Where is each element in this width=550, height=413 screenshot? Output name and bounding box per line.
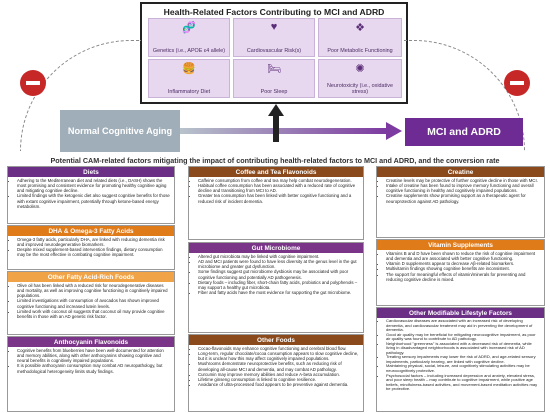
progression-arrow (180, 128, 388, 134)
panel-title: Other Modifiable Lifestyle Factors (377, 308, 544, 318)
list-item: Altered gut microbiota may be linked wit… (198, 254, 360, 259)
list-item: Habitual coffee consumption has been ass… (198, 183, 360, 193)
list-item: Despite mixed supplement-based intervent… (17, 247, 171, 257)
minus-circle-icon (20, 70, 46, 96)
factor-neurotoxicity: ✺ Neurotoxicity (i.e., oxidative stress) (318, 59, 402, 98)
list-item: The support for meaningful effects of vi… (386, 272, 541, 282)
list-item: Psychosocial factors – including increas… (386, 373, 541, 392)
panel-title: Gut Microbiome (189, 243, 363, 253)
factors-title: Health-Related Factors Contributing to M… (163, 7, 385, 17)
list-item: Cocao-flavonoids may enhance cognitive f… (198, 346, 360, 351)
list-item: Cardiovascular diseases are associated w… (386, 318, 541, 333)
list-item: Intake of creatine has been found to imp… (386, 183, 541, 193)
list-item: Avoidance of ultra-processed food appear… (198, 382, 360, 387)
bed-icon: 🛏 (267, 63, 281, 75)
factor-metabolic: ❖ Poor Metabolic Functioning (318, 18, 402, 57)
list-item: Limited investigations with consumption … (17, 298, 171, 308)
list-item: Limited findings with the ketogenic diet… (17, 193, 171, 208)
panel-fatty-foods: Other Fatty Acid-Rich Foods Olive oil ha… (7, 271, 175, 335)
heart-icon: ♥ (270, 21, 278, 33)
list-item: It is possible anthocyanin consumption m… (17, 363, 171, 373)
metabolic-icon: ❖ (355, 22, 365, 34)
panel-vitamins: Vitamin Supplements Vitamins B and D hav… (376, 239, 545, 306)
list-item: Limited work with coconut oil suggests t… (17, 309, 171, 319)
panel-title: Creatine (377, 167, 544, 177)
panel-title: Anthocyanin Flavonoids (8, 337, 174, 347)
neuron-icon: ✺ (355, 63, 365, 75)
factor-poor-sleep: 🛏 Poor Sleep (233, 59, 315, 98)
health-factors-box: Health-Related Factors Contributing to M… (140, 2, 408, 104)
list-item: Creatine supplements show promising supp… (386, 193, 541, 203)
panel-title: Coffee and Tea Flavonoids (189, 167, 363, 177)
list-item: Dietary foods – including fiber, short-c… (198, 280, 360, 290)
factor-inflammatory-diet: 🍔 Inflammatory Diet (148, 59, 230, 98)
list-item: Good air quality may be beneficial for m… (386, 332, 541, 342)
list-item: Lifetime ginseng consumption is linked t… (198, 377, 360, 382)
panel-creatine: Creatine Creatine levels may be protecti… (376, 166, 545, 238)
panel-title: Other Fatty Acid-Rich Foods (8, 272, 174, 282)
list-item: Vitamins B and D have been shown to redu… (386, 251, 541, 261)
panel-diets: Diets Adhering to the Mediterranean diet… (7, 166, 175, 224)
list-item: Neighborhood "greenness" is associated w… (386, 341, 541, 356)
panel-other-foods: Other Foods Cocao-flavonoids may enhance… (188, 334, 364, 412)
panel-omega: DHA & Omega-3 Fatty Acids Omega-3 fatty … (7, 225, 175, 270)
list-item: Some findings suggest gut microbiome dys… (198, 269, 360, 279)
dna-icon: 🧬 (182, 22, 196, 34)
minus-circle-icon (504, 70, 530, 96)
subtitle: Potential CAM-related factors mitigating… (50, 156, 500, 165)
list-item: Mushrooms demonstrate neuroprotective be… (198, 361, 360, 371)
up-arrow-stem (273, 114, 279, 142)
factor-cardiovascular: ♥ Cardiovascular Risk(s) (233, 18, 315, 57)
list-item: Olive oil has been linked with a reduced… (17, 283, 171, 298)
factor-genetics: 🧬 Genetics (i.e., APOE ε4 allele) (148, 18, 230, 57)
list-item: Long-term, regular chocolate/cocoa consu… (198, 351, 360, 361)
burger-icon: 🍔 (182, 63, 196, 75)
up-arrow-icon (268, 104, 284, 116)
list-item: Caffeine consumption from coffee and tea… (198, 178, 360, 183)
panel-coffee-tea: Coffee and Tea Flavonoids Caffeine consu… (188, 166, 364, 240)
list-item: Maintaining physical, social, leisure, a… (386, 364, 541, 373)
panel-title: Vitamin Supplements (377, 240, 544, 250)
panel-anthocyanin: Anthocyanin Flavonoids Cognitive benefit… (7, 336, 175, 412)
list-item: Multivitamin findings showing cognitive … (386, 266, 541, 271)
list-item: Fiber and fatty acids have the most evid… (198, 290, 360, 295)
panel-title: Diets (8, 167, 174, 177)
panel-title: Other Foods (189, 335, 363, 345)
list-item: Cognitive benefits from blueberries have… (17, 348, 171, 363)
arrow-head-icon (386, 122, 402, 140)
list-item: Omega-3 fatty acids, particularly DHA, a… (17, 237, 171, 247)
list-item: AD and MCI patients were found to have l… (198, 259, 360, 269)
list-item: Greater tea consumption has been linked … (198, 193, 360, 203)
list-item: Creatine levels may be protective of fur… (386, 178, 541, 183)
list-item: Curcumin may improve memory abilities an… (198, 372, 360, 377)
panel-gut-microbiome: Gut Microbiome Altered gut microbiota ma… (188, 242, 364, 333)
panel-title: DHA & Omega-3 Fatty Acids (8, 226, 174, 236)
list-item: Treating sensory impairments may lower t… (386, 355, 541, 364)
list-item: Adhering to the Mediterranean diet and r… (17, 178, 171, 193)
mci-adrd-box: MCI and ADRD (405, 118, 523, 146)
panel-lifestyle: Other Modifiable Lifestyle Factors Cardi… (376, 307, 545, 412)
list-item: Vitamin D supplements appear to decrease… (386, 261, 541, 266)
normal-aging-box: Normal Cognitive Aging (60, 110, 180, 152)
